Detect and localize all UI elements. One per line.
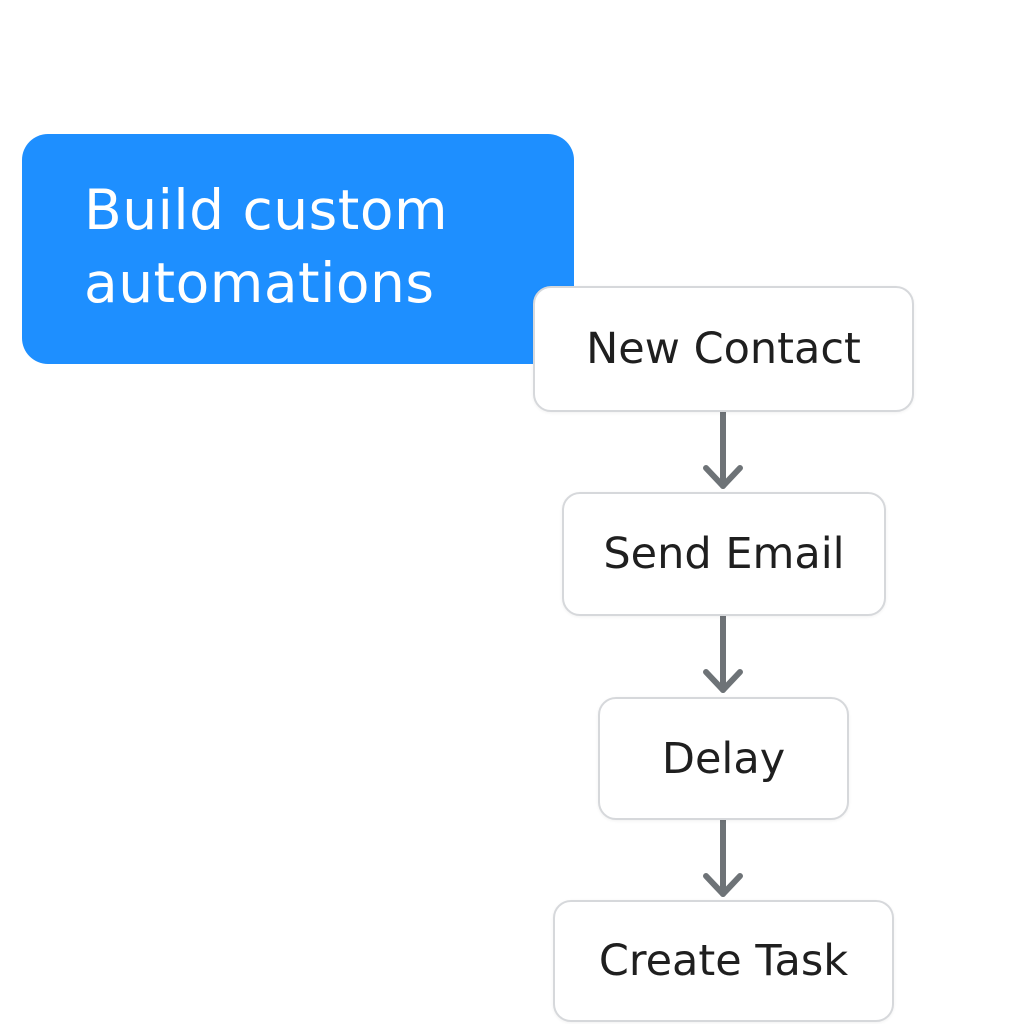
connector-3-to-4 xyxy=(703,817,743,897)
flow-step-label: Create Task xyxy=(598,936,849,986)
flow-step-label: Delay xyxy=(661,733,786,784)
connector-2-to-3 xyxy=(703,613,743,693)
flow-step-new-contact[interactable]: New Contact xyxy=(533,286,914,412)
connector-1-to-2 xyxy=(703,409,743,489)
flow-step-delay[interactable]: Delay xyxy=(598,697,849,820)
flow-step-send-email[interactable]: Send Email xyxy=(562,492,886,616)
flow-step-create-task[interactable]: Create Task xyxy=(553,900,894,1022)
flow-step-label: Send Email xyxy=(603,529,845,579)
hero-banner: Build custom automations xyxy=(22,134,574,364)
hero-title: Build custom automations xyxy=(84,178,449,315)
flow-step-label: New Contact xyxy=(586,324,861,374)
